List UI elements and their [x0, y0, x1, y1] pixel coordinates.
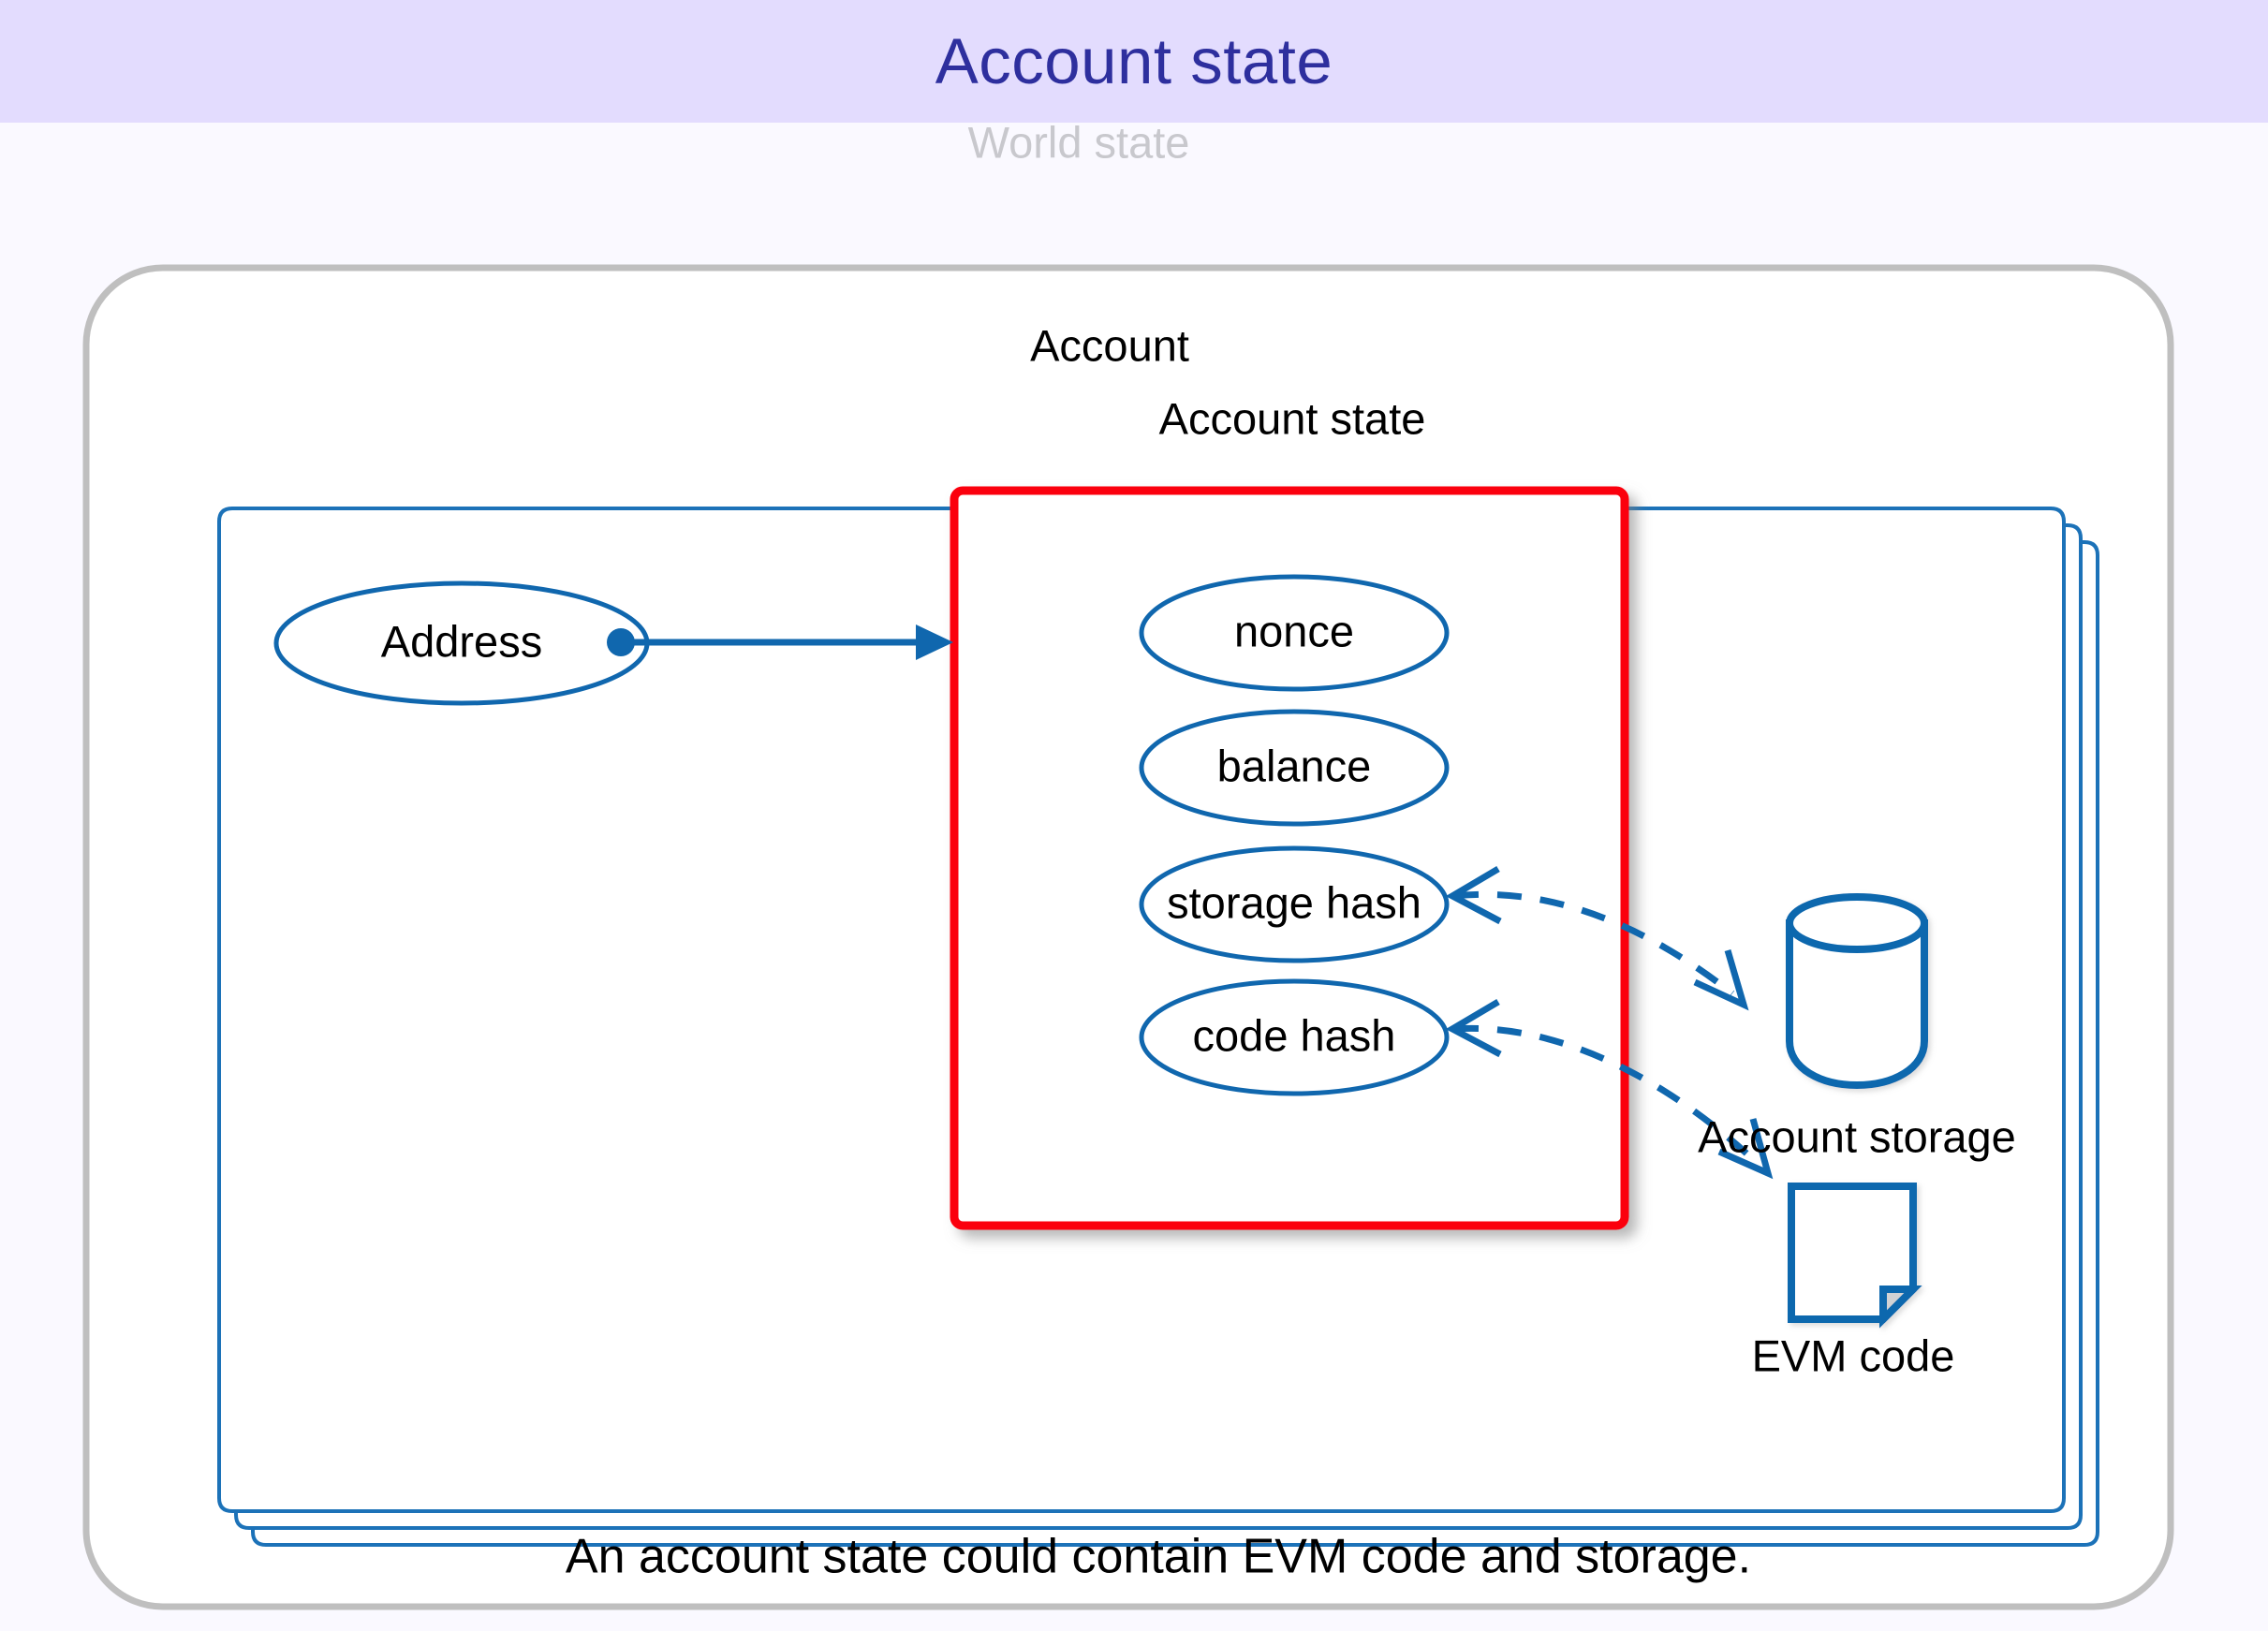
link-code-hash-to-evm-code [1453, 1024, 1759, 1165]
field-label-nonce: nonce [1234, 606, 1354, 655]
diagram-stage: World state Account Account state Addres… [0, 123, 2268, 1631]
account-storage-label: Account storage [1698, 1111, 2016, 1161]
address-label: Address [381, 616, 542, 666]
field-label-code-hash: code hash [1193, 1010, 1396, 1060]
account-label: Account [1030, 320, 1189, 370]
link-code-hash-arrowhead-right [1717, 1118, 1774, 1180]
address-connector-arrowhead [916, 624, 953, 660]
field-node-nonce[interactable] [1139, 574, 1450, 692]
field-label-storage-hash: storage hash [1167, 877, 1421, 927]
link-storage-hash-arrowhead-right [1693, 949, 1749, 1011]
database-cylinder-icon[interactable] [1786, 893, 1928, 1090]
link-storage-hash-arrowhead-left [1445, 865, 1502, 925]
link-code-hash-arrowhead-left [1445, 998, 1502, 1058]
field-node-balance[interactable] [1139, 709, 1450, 827]
page-title: Account state [935, 25, 1333, 97]
field-label-balance: balance [1217, 741, 1372, 790]
field-node-code-hash[interactable] [1139, 978, 1450, 1096]
account-state-label: Account state [1159, 393, 1426, 443]
header-band [0, 0, 2268, 123]
document-page-icon[interactable] [1788, 1183, 1922, 1329]
field-node-storage-hash[interactable] [1139, 845, 1450, 963]
world-state-label: World state [968, 123, 1190, 167]
diagram-caption: An account state could contain EVM code … [566, 1530, 1751, 1584]
account-state-diagram: World state Account Account state Addres… [82, 123, 2174, 1610]
link-storage-hash-to-account-storage [1453, 890, 1735, 996]
evm-code-label-visible: EVM code [1752, 1330, 1955, 1380]
